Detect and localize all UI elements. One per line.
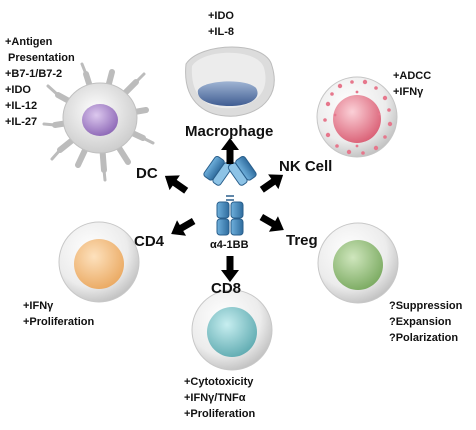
macrophage-label: Macrophage: [185, 123, 274, 140]
treg-cell-icon: [317, 222, 399, 304]
list-item: +Cytotoxicity: [184, 376, 254, 388]
list-item: +Antigen: [5, 36, 53, 48]
macrophage-effects: +IDO +IL-8: [208, 8, 234, 40]
antibody-icon: [203, 155, 257, 236]
cd4-cell-icon: [58, 221, 140, 303]
list-item: +Proliferation: [184, 408, 256, 420]
macrophage-cell-icon: [185, 46, 275, 117]
arrow-to-dc: [164, 175, 189, 194]
list-item: +IDO: [5, 84, 31, 96]
list-item: +IL-8: [208, 26, 234, 38]
list-item: ?Suppression: [389, 300, 463, 312]
list-item: +IFNγ/TNFα: [184, 392, 246, 404]
list-item: ?Polarization: [389, 332, 459, 344]
list-item: ?Expansion: [389, 316, 452, 328]
list-item: +IL-12: [5, 100, 38, 112]
list-item: +IDO: [208, 10, 234, 22]
list-item: +B7-1/B7-2: [5, 68, 63, 80]
nk-cell-label: NK Cell: [279, 158, 333, 175]
list-item: +IFNγ: [393, 86, 424, 98]
arrow-to-macrophage: [221, 138, 239, 164]
nk-effects: +ADCC +IFNγ: [393, 68, 431, 100]
cd4-effects: +IFNγ +Proliferation: [23, 298, 94, 330]
list-item: +IL-27: [5, 116, 38, 128]
center-label: α4-1BB: [210, 239, 249, 251]
list-item: +Proliferation: [23, 316, 95, 328]
arrow-to-treg: [259, 213, 284, 232]
cd8-label: CD8: [211, 280, 242, 297]
nk-cell-icon: [316, 76, 398, 158]
list-item: +ADCC: [393, 70, 432, 82]
cd4-label: CD4: [134, 233, 165, 250]
arrow-to-cd4: [171, 217, 196, 236]
arrow-to-cd8: [221, 256, 239, 282]
list-item: Presentation: [5, 52, 75, 64]
list-item: +IFNγ: [23, 300, 54, 312]
dc-effects: +Antigen Presentation +B7-1/B7-2 +IDO +I…: [5, 34, 75, 130]
treg-effects: ?Suppression ?Expansion ?Polarization: [389, 298, 462, 346]
cd8-effects: +Cytotoxicity +IFNγ/TNFα +Proliferation: [184, 374, 255, 422]
arrow-to-nk: [259, 174, 284, 193]
cd8-cell-icon: [191, 289, 273, 371]
dc-label: DC: [136, 165, 158, 182]
treg-label: Treg: [286, 232, 318, 249]
dc-cell-icon: [42, 62, 155, 182]
